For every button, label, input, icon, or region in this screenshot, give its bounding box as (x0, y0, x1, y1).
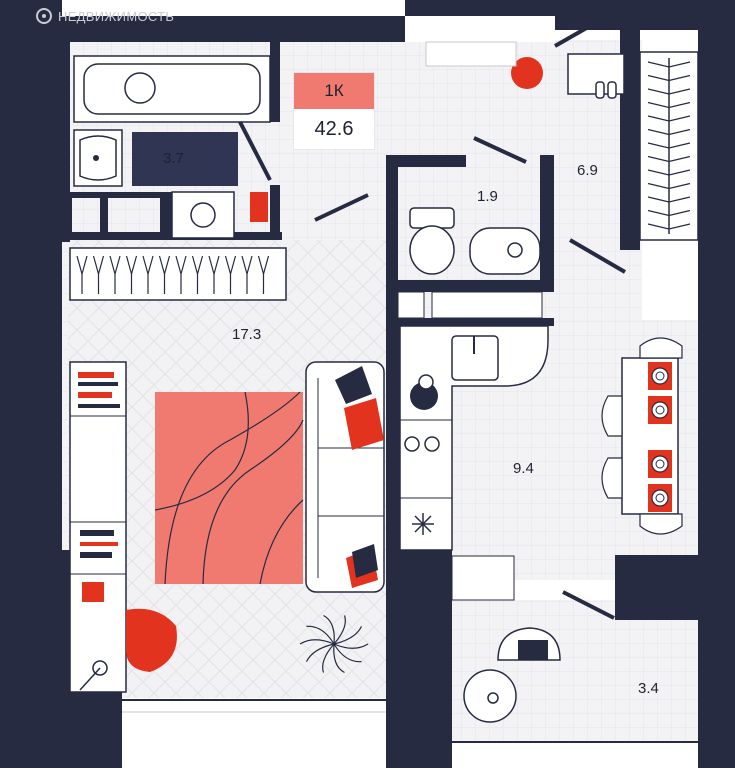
apartment-type: 1К (294, 73, 374, 109)
room-area-living: 17.3 (232, 326, 262, 343)
fridge-icon (412, 513, 434, 535)
kitchen-counter (399, 325, 549, 551)
hall-shelf (425, 41, 517, 67)
toilet-icon (409, 207, 455, 275)
vase-icon (511, 57, 543, 89)
room-area-wc: 1.9 (477, 188, 498, 205)
logo-icon (36, 8, 52, 24)
rug (154, 391, 304, 585)
wardrobe-icon (639, 51, 699, 241)
closet-hangers (76, 255, 270, 294)
washing-machine-icon (171, 191, 235, 239)
room-area-hall: 6.9 (577, 162, 598, 179)
dining-set (601, 337, 683, 535)
sink-icon (73, 129, 123, 187)
apartment-total-area: 42.6 (314, 117, 354, 140)
sofa-icon (305, 361, 385, 593)
desk-icon (69, 361, 127, 693)
stove-icon (404, 436, 440, 452)
watermark-text: НЕДВИЖИМОСТЬ (58, 8, 175, 24)
chair-icon (126, 608, 177, 672)
room-area-kitchen: 9.4 (513, 460, 534, 477)
towel (250, 192, 268, 222)
window-balcony (452, 742, 698, 768)
watermark: НЕДВИЖИМОСТЬ (36, 8, 174, 24)
apartment-badge: 1К 42.6 (293, 72, 375, 150)
window-living (122, 698, 386, 768)
bathtub-icon (73, 55, 271, 123)
room-area-balcony: 3.4 (638, 680, 659, 697)
room-area-bathroom: 3.7 (163, 150, 184, 167)
wardrobe-hangers (647, 61, 691, 230)
bath-mat (132, 132, 238, 186)
wc-sink-icon (469, 227, 541, 275)
kettle-icon (410, 374, 438, 410)
balcony-chair-icon (463, 627, 561, 723)
balcony-door (451, 555, 515, 601)
closet (69, 247, 287, 301)
plant-icon (299, 614, 369, 674)
